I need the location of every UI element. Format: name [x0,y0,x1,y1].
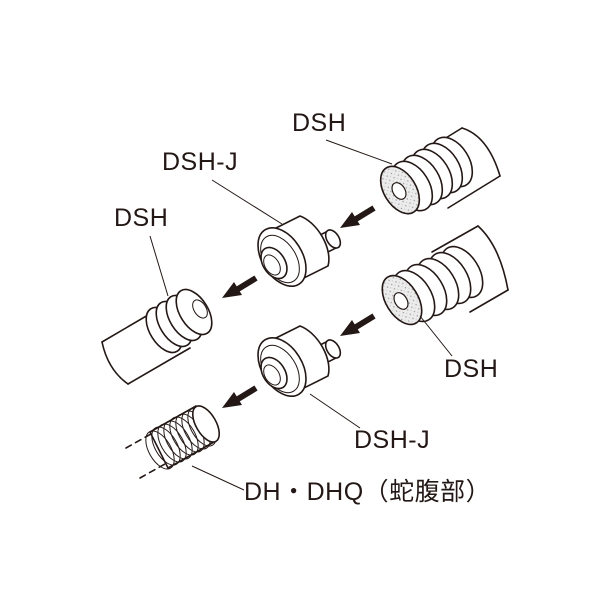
dshj-bottom-joint [257,325,342,397]
label-dh-dhq: DH・DHQ（蛇腹部） [244,478,492,506]
leader-dshj-top [211,179,283,225]
label-dsh-top: DSH [292,109,347,137]
leader-dshj-bottom [309,393,361,429]
leader-dsh-left [149,235,169,297]
leader-dsh-right [419,315,453,357]
leader-lines [149,139,453,491]
label-dshj-bottom: DSH-J [354,426,431,454]
arrow-bottom-right [340,313,376,336]
arrow-top-left [222,275,258,298]
label-dshj-top: DSH-J [162,148,239,176]
arrow-bottom-left [222,385,258,408]
dshj-top-joint [257,215,342,287]
label-dsh-left: DSH [114,204,169,232]
dh-dhq-bellows [125,405,221,479]
dsh-top-right-tube [379,127,501,215]
dsh-right-tube [381,225,509,326]
label-dsh-right: DSH [444,355,499,383]
leader-dsh-top [325,139,393,165]
dsh-left-tube [101,288,213,385]
arrow-top-right [340,205,376,228]
leader-dh-dhq [191,465,245,491]
